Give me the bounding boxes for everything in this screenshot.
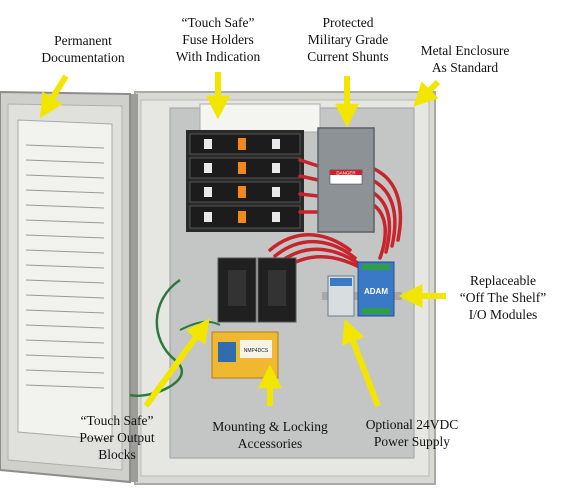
callout-line: Power Supply [373, 434, 451, 449]
callout-line: Metal Enclosure [420, 43, 510, 58]
callout-power-output-blocks: “Touch Safe” Power Output Blocks [64, 412, 170, 463]
hinge [130, 94, 138, 482]
callout-line: With Indication [175, 49, 261, 64]
cabinet-paper [199, 103, 321, 133]
callout-line: Mounting & Locking [212, 419, 328, 434]
fuse-indicator [238, 211, 246, 223]
callout-line: Protected [322, 15, 374, 30]
green-terminals [362, 264, 390, 314]
callout-line: Documentation [41, 50, 125, 65]
callout-power-supply: Optional 24VDC Power Supply [350, 416, 474, 450]
documentation-sheet [17, 119, 113, 441]
module-brand: ADAM [364, 287, 388, 296]
fuse-indicator [238, 138, 246, 150]
callout-line: Optional 24VDC [365, 417, 459, 432]
red-wires [268, 158, 403, 274]
callout-metal-enclosure: Metal Enclosure As Standard [406, 42, 524, 76]
callout-line: Accessories [237, 436, 303, 451]
io-module [357, 261, 395, 317]
callout-line: Blocks [98, 447, 136, 462]
callout-line: Power Output [79, 430, 155, 445]
callout-current-shunts: Protected Military Grade Current Shunts [290, 14, 406, 65]
callout-io-modules: Replaceable “Off The Shelf” I/O Modules [450, 272, 556, 323]
fuse-holder-group [186, 130, 304, 232]
callout-line: Fuse Holders [182, 32, 254, 47]
callout-line: “Touch Safe” [181, 15, 255, 30]
callout-mounting-accessories: Mounting & Locking Accessories [196, 418, 344, 452]
fuse-indicator [238, 162, 246, 174]
callout-line: As Standard [431, 60, 499, 75]
callout-permanent-documentation: Permanent Documentation [24, 32, 142, 66]
accessory-pack-label: NMP4DCS [244, 348, 269, 354]
callout-line: Current Shunts [307, 49, 389, 64]
documentation-lines [25, 144, 105, 389]
callout-line: “Touch Safe” [80, 413, 154, 428]
callout-line: Replaceable [470, 273, 536, 288]
callout-fuse-holders: “Touch Safe” Fuse Holders With Indicatio… [160, 14, 276, 65]
callout-line: Permanent [54, 33, 112, 48]
danger-label: DANGER [336, 171, 356, 176]
callout-line: I/O Modules [468, 307, 538, 322]
fuse-indicator [238, 186, 246, 198]
callout-line: “Off The Shelf” [459, 290, 547, 305]
callout-line: Military Grade [307, 32, 389, 47]
